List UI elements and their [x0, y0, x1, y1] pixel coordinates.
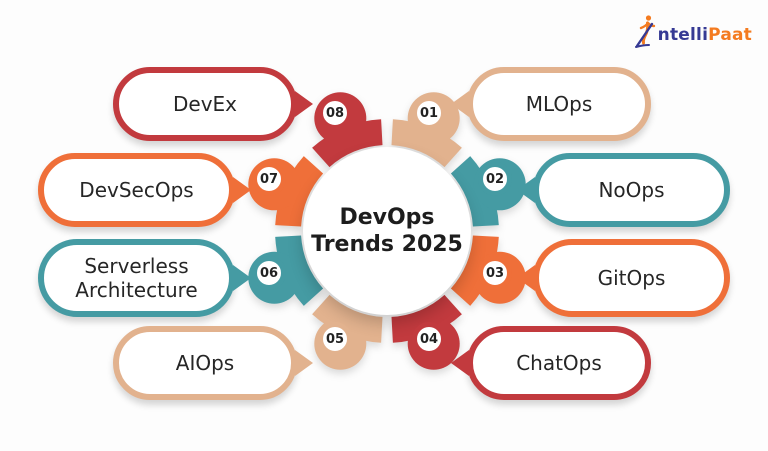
trend-pill-noops: NoOps — [517, 153, 730, 227]
pill-arrow-icon — [233, 265, 251, 291]
badge-number: 06 — [259, 265, 279, 281]
trend-pill-label: Serverless Architecture — [75, 254, 198, 302]
logo-part-ntelli: ntelli — [657, 25, 709, 45]
diagram-title: DevOps Trends 2025 — [311, 204, 463, 259]
logo-part-paat: Paat — [708, 25, 752, 45]
segment-badge-05: 05 — [318, 322, 352, 356]
segment-badge-08: 08 — [318, 96, 352, 130]
pill-arrow-icon — [451, 91, 469, 117]
segment-badge-02: 02 — [478, 162, 512, 196]
trend-pill-label: DevSecOps — [79, 178, 194, 202]
badge-number: 02 — [485, 171, 505, 187]
pill-arrow-icon — [517, 265, 535, 291]
segment-badge-03: 03 — [478, 256, 512, 290]
trend-pill-label: DevEx — [172, 92, 237, 116]
badge-number: 01 — [419, 105, 439, 121]
trend-pill-chatops: ChatOps — [451, 326, 651, 400]
trend-pill-label: NoOps — [598, 178, 665, 202]
intellipaat-figure-icon — [634, 15, 655, 48]
pill-arrow-icon — [517, 177, 535, 203]
diagram-title-line1: DevOps — [339, 204, 435, 230]
segment-badge-06: 06 — [252, 256, 286, 290]
segment-badge-07: 07 — [252, 162, 286, 196]
pill-arrow-icon — [295, 350, 313, 376]
intellipaat-logo: ntelliPaat — [634, 14, 752, 50]
trend-pill-serverless-architecture: Serverless Architecture — [38, 239, 251, 317]
intellipaat-wordmark: ntelliPaat — [658, 27, 752, 50]
trend-pill-label: ChatOps — [516, 351, 602, 375]
wheel-center-circle: DevOps Trends 2025 — [303, 147, 471, 315]
trend-pill-label: AIOps — [175, 351, 235, 375]
pill-arrow-icon — [295, 91, 313, 117]
diagram-title-line2: Trends 2025 — [311, 232, 463, 257]
trend-pill-gitops: GitOps — [517, 239, 730, 317]
trend-pill-aiops: AIOps — [113, 326, 313, 400]
badge-number: 07 — [259, 171, 279, 187]
segment-badge-01: 01 — [412, 96, 446, 130]
trend-pill-label: MLOps — [525, 92, 593, 116]
badge-number: 03 — [485, 265, 505, 281]
badge-number: 08 — [325, 105, 345, 121]
trend-pill-label: GitOps — [597, 266, 666, 290]
badge-number: 05 — [325, 331, 345, 347]
pill-arrow-icon — [233, 177, 251, 203]
trend-pill-devsecops: DevSecOps — [38, 153, 251, 227]
trend-pill-devex: DevEx — [113, 67, 313, 141]
segment-badge-04: 04 — [412, 322, 446, 356]
badge-number: 04 — [419, 331, 439, 347]
pill-arrow-icon — [451, 350, 469, 376]
trend-pill-mlops: MLOps — [451, 67, 651, 141]
